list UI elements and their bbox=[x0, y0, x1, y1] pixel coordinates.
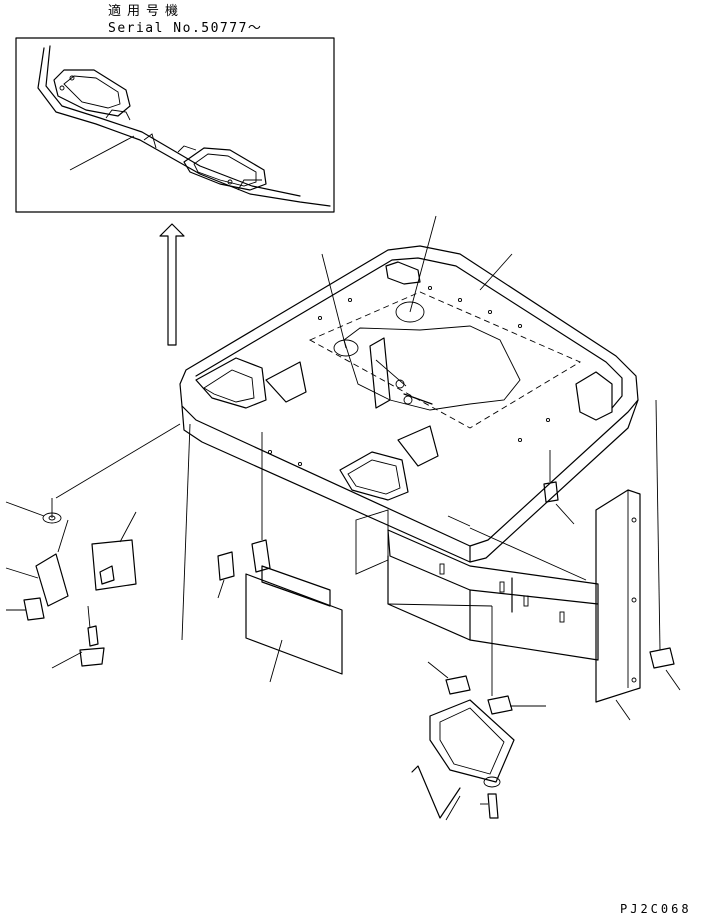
inset-leader-line bbox=[69, 135, 135, 171]
left-bracket-group bbox=[23, 512, 137, 667]
drawing-code: PJ2C068 bbox=[620, 902, 692, 916]
leader-lines bbox=[5, 215, 681, 821]
side-panel bbox=[355, 509, 599, 661]
inset-front-frame-part bbox=[37, 45, 331, 207]
inset-detail-frame bbox=[15, 37, 335, 213]
applicable-machine-label: 適用号機 bbox=[108, 4, 185, 19]
center-cover-plate bbox=[217, 539, 343, 675]
bottom-cover-part bbox=[411, 481, 675, 819]
right-stay-part bbox=[595, 489, 641, 703]
serial-number-label: Serial No.50777～ bbox=[108, 21, 263, 36]
up-arrow-icon bbox=[159, 223, 185, 346]
main-frame-assembly bbox=[179, 245, 639, 563]
